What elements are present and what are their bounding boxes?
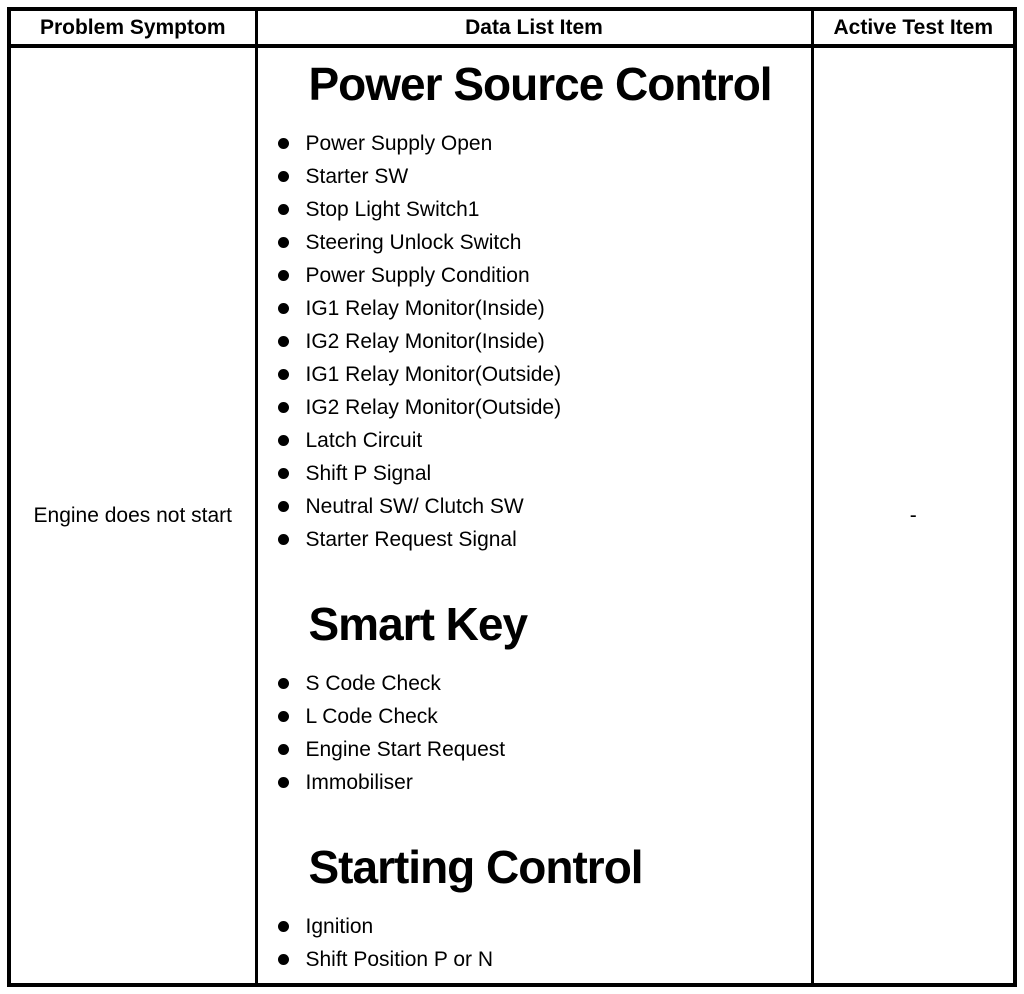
list-item-text: Shift Position P or N [305, 947, 494, 971]
list-item-text: Latch Circuit [305, 428, 423, 452]
bullet-icon [277, 236, 289, 248]
list-item: S Code Check [277, 667, 807, 700]
list-item-text: Immobiliser [305, 770, 413, 794]
list-item-text: IG1 Relay Monitor(Outside) [305, 362, 562, 386]
bullet-icon [277, 467, 289, 479]
bullet-icon [277, 137, 289, 149]
list-item: Power Supply Open [277, 127, 807, 160]
bullet-icon [277, 920, 289, 932]
list-item-text: Power Supply Open [305, 131, 493, 155]
bullet-icon [277, 533, 289, 545]
bullet-icon [277, 434, 289, 446]
active-test-cell: - [810, 46, 1017, 985]
bullet-icon [277, 170, 289, 182]
diagnostic-table: Problem Symptom Data List Item Active Te… [7, 7, 1017, 987]
bullet-icon [277, 710, 289, 722]
problem-symptom-text: Engine does not start [33, 503, 232, 527]
list-item: Starter Request Signal [277, 523, 807, 556]
list-item-text: Starter Request Signal [305, 527, 517, 551]
table-row: Engine does not start Power Source Contr… [7, 46, 1017, 985]
bullet-icon [277, 203, 289, 215]
bullet-icon [277, 677, 289, 689]
list-item-text: Starter SW [305, 164, 409, 188]
bullet-icon [277, 743, 289, 755]
list-item: Latch Circuit [277, 424, 807, 457]
bullet-icon [277, 335, 289, 347]
list-item-text: S Code Check [305, 671, 441, 695]
bullet-icon [277, 302, 289, 314]
bullet-icon [277, 269, 289, 281]
list-item: Power Supply Condition [277, 259, 807, 292]
problem-symptom-cell: Engine does not start [7, 46, 258, 985]
list-item: IG1 Relay Monitor(Outside) [277, 358, 807, 391]
list-item: Ignition [277, 910, 807, 943]
header-active-test-item: Active Test Item [810, 7, 1017, 48]
bullet-icon [277, 368, 289, 380]
list-item-text: Power Supply Condition [305, 263, 530, 287]
section-title: Smart Key [308, 597, 529, 650]
list-item: Steering Unlock Switch [277, 226, 807, 259]
list-item-text: Ignition [305, 914, 374, 938]
list-item: Engine Start Request [277, 733, 807, 766]
list-item: Starter SW [277, 160, 807, 193]
bullet-icon [277, 401, 289, 413]
list-item: Shift Position P or N [277, 943, 807, 976]
list-item-text: IG1 Relay Monitor(Inside) [305, 296, 545, 320]
list-item-text: Stop Light Switch1 [305, 197, 480, 221]
list-item-text: L Code Check [305, 704, 438, 728]
header-data-list-item: Data List Item [254, 7, 814, 48]
list-item: IG2 Relay Monitor(Outside) [277, 391, 807, 424]
bullet-icon [277, 953, 289, 965]
bullet-icon [277, 776, 289, 788]
header-problem-symptom: Problem Symptom [7, 7, 258, 48]
section-title: Starting Control [308, 840, 644, 893]
active-test-text: - [909, 503, 917, 527]
list-item: IG1 Relay Monitor(Inside) [277, 292, 807, 325]
list-item: L Code Check [277, 700, 807, 733]
list-item: Shift P Signal [277, 457, 807, 490]
list-item-text: Engine Start Request [305, 737, 506, 761]
list-item-text: IG2 Relay Monitor(Inside) [305, 329, 545, 353]
list-item: Stop Light Switch1 [277, 193, 807, 226]
list-item: Neutral SW/ Clutch SW [277, 490, 807, 523]
table-header-row: Problem Symptom Data List Item Active Te… [7, 7, 1017, 48]
list-item-text: Shift P Signal [305, 461, 432, 485]
list-item: IG2 Relay Monitor(Inside) [277, 325, 807, 358]
list-item-text: IG2 Relay Monitor(Outside) [305, 395, 562, 419]
list-item: Immobiliser [277, 766, 807, 799]
bullet-icon [277, 500, 289, 512]
list-item-text: Steering Unlock Switch [305, 230, 522, 254]
section-title: Power Source Control [308, 58, 773, 110]
list-item-text: Neutral SW/ Clutch SW [305, 494, 524, 518]
